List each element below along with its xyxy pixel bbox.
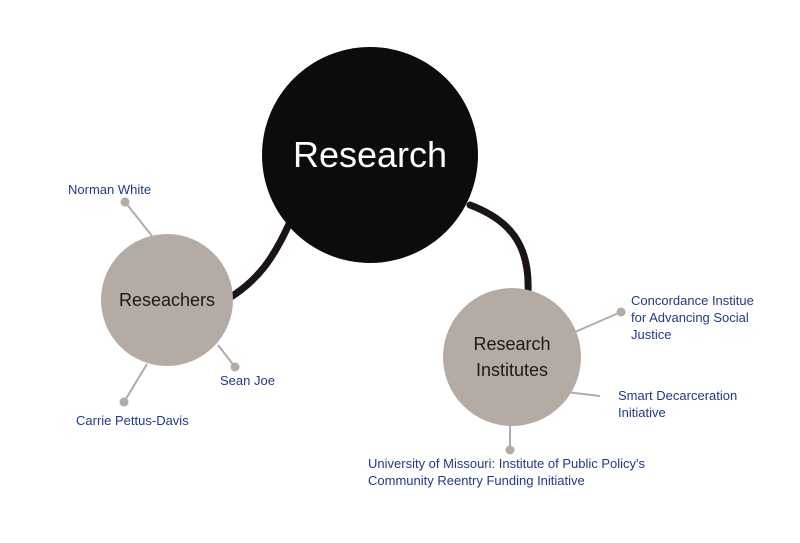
leaf-label-carrie-pettus-davis: Carrie Pettus-Davis [76, 413, 189, 428]
leaf-label-smart-decarceration-line1: Smart Decarceration [618, 388, 738, 403]
leaf-label-university-missouri-line1: University of Missouri: Institute of Pub… [368, 456, 646, 471]
leaf-dot-university-missouri [505, 445, 515, 455]
connector-researchers [222, 218, 294, 304]
branch-node-institutes-label-line1: Research [473, 334, 550, 354]
branch-node-researchers [101, 234, 233, 366]
central-node-research [262, 47, 478, 263]
leaf-label-concordance-line1: Concordance Institue [631, 293, 754, 308]
leaf-dot-carrie-pettus-davis [119, 397, 129, 407]
leaf-label-concordance-line2: for Advancing Social [631, 310, 749, 325]
leaf-line-sean-joe [217, 344, 236, 368]
leaf-label-norman-white: Norman White [68, 182, 152, 197]
branch-node-institutes [443, 288, 581, 426]
leaf-lines [123, 201, 622, 450]
leaf-dots [119, 197, 626, 455]
leaf-line-smart-decarceration [565, 391, 601, 397]
leaf-label-concordance-line3: Justice [631, 327, 672, 342]
leaf-label-university-missouri: University of Missouri: Institute of Pub… [368, 455, 645, 489]
leaf-line-concordance [574, 311, 622, 333]
leaf-label-smart-decarceration-line2: Initiative [618, 405, 666, 420]
leaf-dot-concordance [616, 307, 626, 317]
leaf-label-concordance: Concordance Institue for Advancing Socia… [631, 292, 754, 343]
branch-node-researchers-label: Reseachers [119, 290, 215, 310]
leaf-label-sean-joe: Sean Joe [220, 373, 275, 388]
connector-institutes [466, 201, 532, 296]
leaf-dot-sean-joe [230, 362, 240, 372]
leaf-dot-norman-white [120, 197, 130, 207]
leaf-label-smart-decarceration: Smart Decarceration Initiative [618, 387, 737, 421]
leaf-line-carrie-pettus-davis [123, 363, 148, 403]
leaf-line-norman-white [124, 201, 153, 237]
leaf-label-university-missouri-line2: Community Reentry Funding Initiative [368, 473, 585, 488]
central-node-label: Research [293, 134, 447, 175]
branch-node-institutes-label-line2: Institutes [476, 360, 548, 380]
